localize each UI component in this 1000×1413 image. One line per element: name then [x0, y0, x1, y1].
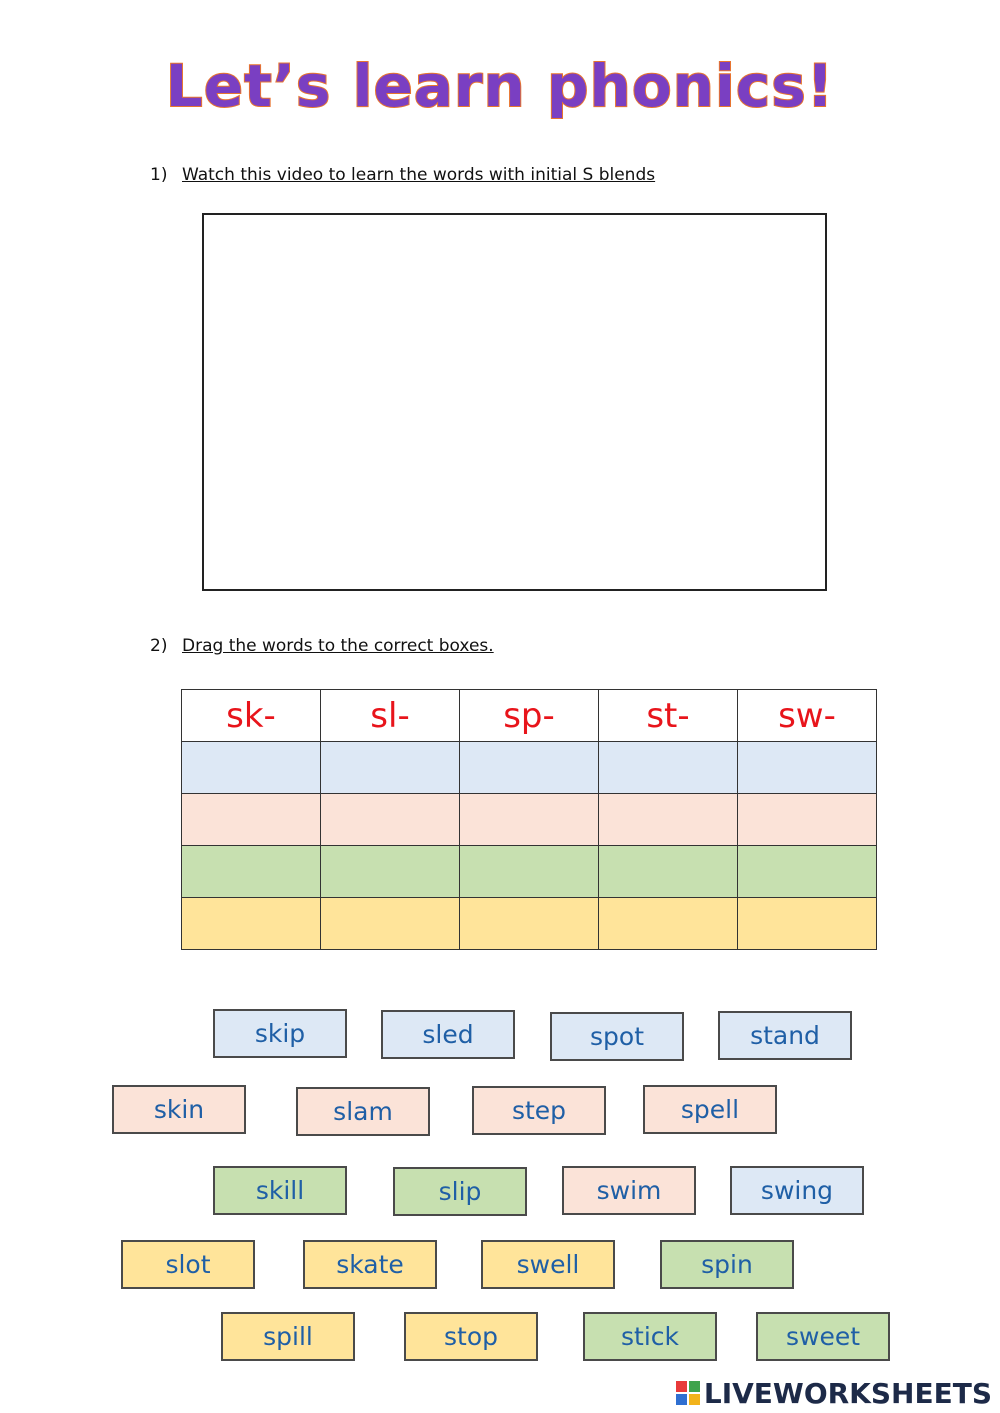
drop-cell[interactable]: [737, 845, 877, 898]
liveworksheets-logo[interactable]: LIVEWORKSHEETS: [675, 1376, 992, 1410]
word-tile-skin[interactable]: skin: [112, 1085, 246, 1134]
word-tile-spot[interactable]: spot: [550, 1012, 684, 1061]
drop-row-3: [181, 845, 877, 898]
drop-cell[interactable]: [737, 741, 877, 794]
logo-square-red: [675, 1381, 687, 1392]
drop-cell[interactable]: [320, 741, 460, 794]
logo-square-yellow: [688, 1394, 700, 1405]
drop-cell[interactable]: [320, 793, 460, 846]
drop-row-1: [181, 741, 877, 794]
instruction-text: Drag the words to the correct boxes.: [182, 636, 494, 656]
header-row: sk- sl- sp- st- sw-: [181, 689, 877, 742]
word-tile-stick[interactable]: stick: [583, 1312, 717, 1361]
sorting-table: sk- sl- sp- st- sw-: [181, 689, 877, 950]
instruction-number: 2): [150, 636, 168, 656]
instruction-number: 1): [150, 165, 168, 185]
header-sk: sk-: [181, 689, 321, 742]
word-tile-spell[interactable]: spell: [643, 1085, 777, 1134]
instruction-2: 2) Drag the words to the correct boxes.: [150, 636, 494, 656]
word-tile-skate[interactable]: skate: [303, 1240, 437, 1289]
word-tile-spin[interactable]: spin: [660, 1240, 794, 1289]
video-player[interactable]: [202, 213, 827, 591]
drop-row-2: [181, 793, 877, 846]
drop-cell[interactable]: [181, 897, 321, 950]
word-tile-stop[interactable]: stop: [404, 1312, 538, 1361]
word-tile-slot[interactable]: slot: [121, 1240, 255, 1289]
word-tile-step[interactable]: step: [472, 1086, 606, 1135]
header-sl: sl-: [320, 689, 460, 742]
word-tile-skip[interactable]: skip: [213, 1009, 347, 1058]
page-title: Let’s learn phonics!: [165, 51, 835, 121]
word-tile-swim[interactable]: swim: [562, 1166, 696, 1215]
drop-cell[interactable]: [459, 741, 599, 794]
drop-cell[interactable]: [181, 845, 321, 898]
word-tile-slam[interactable]: slam: [296, 1087, 430, 1136]
word-tile-spill[interactable]: spill: [221, 1312, 355, 1361]
drop-cell[interactable]: [181, 741, 321, 794]
header-sw: sw-: [737, 689, 877, 742]
word-tile-sweet[interactable]: sweet: [756, 1312, 890, 1361]
word-tile-slip[interactable]: slip: [393, 1167, 527, 1216]
word-tile-swell[interactable]: swell: [481, 1240, 615, 1289]
drop-cell[interactable]: [459, 845, 599, 898]
drop-cell[interactable]: [737, 793, 877, 846]
instruction-text: Watch this video to learn the words with…: [182, 165, 656, 185]
word-tile-swing[interactable]: swing: [730, 1166, 864, 1215]
word-tile-skill[interactable]: skill: [213, 1166, 347, 1215]
logo-square-blue: [675, 1394, 687, 1405]
drop-row-4: [181, 897, 877, 950]
drop-cell[interactable]: [598, 845, 738, 898]
logo-text: LIVEWORKSHEETS: [703, 1376, 992, 1410]
drop-cell[interactable]: [459, 793, 599, 846]
instruction-1: 1) Watch this video to learn the words wi…: [150, 165, 655, 185]
word-tile-sled[interactable]: sled: [381, 1010, 515, 1059]
header-sp: sp-: [459, 689, 599, 742]
header-st: st-: [598, 689, 738, 742]
drop-cell[interactable]: [598, 741, 738, 794]
drop-cell[interactable]: [598, 897, 738, 950]
logo-icon: [675, 1381, 700, 1405]
drop-cell[interactable]: [320, 845, 460, 898]
drop-cell[interactable]: [459, 897, 599, 950]
logo-square-green: [688, 1381, 700, 1392]
drop-cell[interactable]: [320, 897, 460, 950]
drop-cell[interactable]: [737, 897, 877, 950]
drop-cell[interactable]: [181, 793, 321, 846]
drop-cell[interactable]: [598, 793, 738, 846]
word-tile-stand[interactable]: stand: [718, 1011, 852, 1060]
